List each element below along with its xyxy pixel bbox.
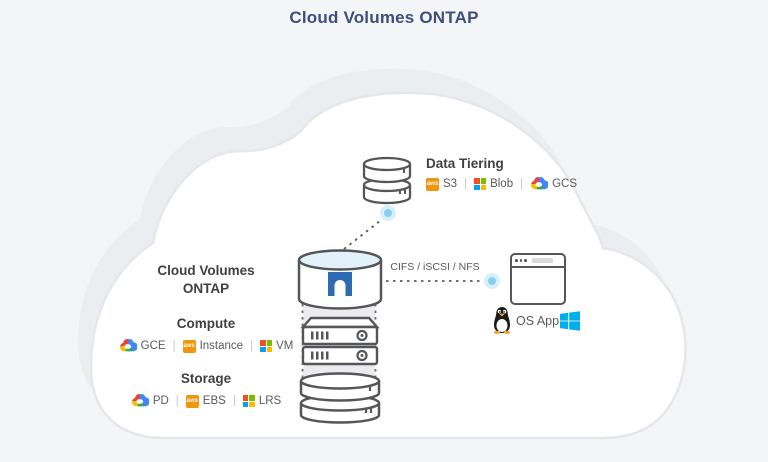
protocols-label: CIFS / iSCSI / NFS bbox=[390, 261, 480, 273]
windows-icon bbox=[560, 311, 580, 331]
tiering-connector bbox=[343, 220, 381, 250]
google-cloud-icon bbox=[131, 394, 149, 407]
cluster-label-line1: Cloud Volumes bbox=[157, 263, 255, 278]
compute-label: Compute bbox=[176, 316, 236, 331]
browser-dot bbox=[515, 259, 518, 262]
microsoft-icon bbox=[474, 178, 487, 190]
microsoft-icon bbox=[242, 395, 255, 407]
separator: | bbox=[520, 178, 524, 190]
browser-dot bbox=[519, 259, 523, 262]
os-app-label: OS App bbox=[516, 314, 560, 328]
data-tiering-providers: aws S3 | Blob | GCS bbox=[426, 176, 577, 192]
google-cloud-icon bbox=[531, 177, 549, 190]
cluster-label: Cloud Volumes ONTAP bbox=[118, 262, 294, 298]
separator: | bbox=[250, 340, 254, 352]
linux-tux-icon bbox=[493, 307, 511, 334]
provider-label: GCS bbox=[552, 178, 578, 190]
browser-titlebar bbox=[512, 255, 564, 268]
server-stack-icon bbox=[300, 316, 380, 366]
browser-dot bbox=[524, 259, 527, 262]
separator: | bbox=[175, 395, 179, 407]
provider-label: EBS bbox=[202, 395, 226, 407]
page-title: Cloud Volumes ONTAP bbox=[289, 8, 479, 27]
storage-label: Storage bbox=[180, 371, 232, 386]
aws-icon: aws bbox=[182, 339, 196, 353]
separator: | bbox=[464, 178, 468, 190]
provider-label: PD bbox=[152, 395, 169, 407]
microsoft-icon bbox=[260, 340, 273, 352]
provider-label: VM bbox=[276, 340, 294, 352]
browser-window-icon bbox=[510, 253, 566, 305]
browser-address-bar bbox=[531, 258, 553, 263]
provider-label: GCE bbox=[140, 340, 166, 352]
tiering-disks-icon bbox=[362, 156, 412, 205]
aws-icon: aws bbox=[185, 394, 199, 408]
ontap-cylinder-icon bbox=[297, 249, 383, 310]
provider-label: Blob bbox=[490, 178, 514, 190]
provider-label: LRS bbox=[258, 395, 282, 407]
separator: | bbox=[172, 340, 176, 352]
data-tiering-label: Data Tiering bbox=[426, 156, 504, 171]
cluster-label-line2: ONTAP bbox=[182, 281, 230, 296]
aws-icon: aws bbox=[426, 177, 439, 191]
provider-label: Instance bbox=[199, 340, 244, 352]
storage-disks-icon bbox=[299, 372, 381, 424]
provider-label: S3 bbox=[443, 178, 458, 190]
separator: | bbox=[232, 395, 236, 407]
google-cloud-icon bbox=[119, 339, 137, 352]
